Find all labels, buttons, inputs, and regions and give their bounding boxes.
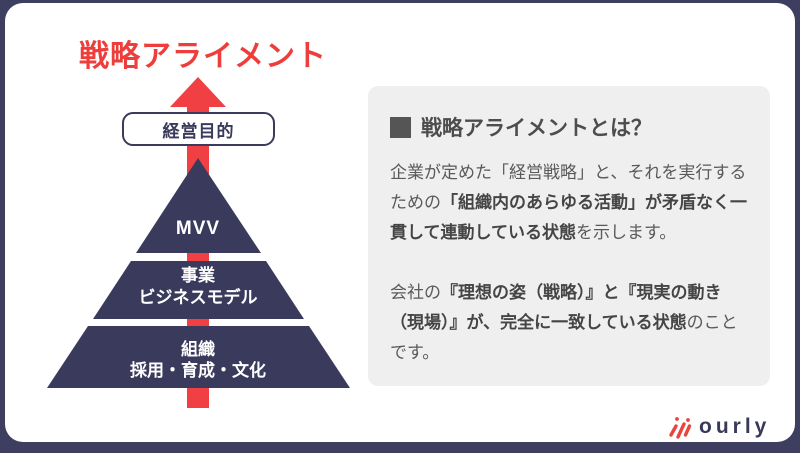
pyramid-label-organization: 組織 採用・育成・文化: [130, 339, 266, 381]
para1-normal-end: を示します。: [575, 223, 677, 242]
diagram-title: 戦略アライメント: [79, 40, 327, 73]
para2-bold: 『理想の姿（戦略）』と『現実の動き（現場）』が、完全に一致している状態: [390, 283, 722, 332]
pyramid-label-business-line1: 事業: [181, 266, 215, 285]
ourly-logo-icon: [669, 417, 692, 439]
para2-normal-start: 会社の: [390, 283, 441, 302]
ourly-logo-text: ourly: [699, 415, 771, 438]
pyramid-level-business-shape: [93, 261, 304, 319]
definition-paragraph-1: 企業が定めた「経営戦略」と、それを実行するための「組織内のあらゆる活動」が矛盾な…: [390, 158, 750, 248]
pyramid-diagram: [47, 77, 350, 408]
panel-heading: 戦略アライメントとは？: [390, 112, 750, 142]
definition-panel: 戦略アライメントとは？ 企業が定めた「経営戦略」と、それを実行するための「組織内…: [368, 86, 770, 386]
goal-box-label: 経営目的: [162, 121, 235, 141]
pyramid-label-business-line2: ビジネスモデル: [138, 288, 258, 307]
pyramid-label-organization-line2: 採用・育成・文化: [130, 361, 266, 380]
pyramid-label-business: 事業 ビジネスモデル: [139, 265, 258, 309]
ourly-logo: ourly: [668, 414, 770, 440]
pyramid-label-mvv: MVV: [175, 218, 221, 239]
panel-heading-text: 戦略アライメントとは？: [421, 117, 652, 140]
para1-normal-start: 企業が定めた「経営戦略」と、それを実行するための: [390, 163, 747, 212]
pyramid-level-mvv-shape: [136, 158, 261, 253]
para2-normal-end: のことです。: [390, 313, 738, 362]
square-bullet-icon: [390, 116, 411, 138]
definition-paragraph-2: 会社の『理想の姿（戦略）』と『現実の動き（現場）』が、完全に一致している状態のこ…: [390, 278, 750, 368]
para1-bold: 「組織内のあらゆる活動」が矛盾なく一貫して連動している状態: [390, 193, 747, 242]
goal-box: 経営目的: [122, 112, 275, 146]
pyramid-label-organization-line1: 組織: [181, 340, 215, 359]
pyramid-level-organization-shape: [47, 326, 350, 388]
slide-card: 戦略アライメント 経営目的 MVV 事業 ビジネスモデル 組織 採用・育成・文化…: [5, 3, 795, 442]
